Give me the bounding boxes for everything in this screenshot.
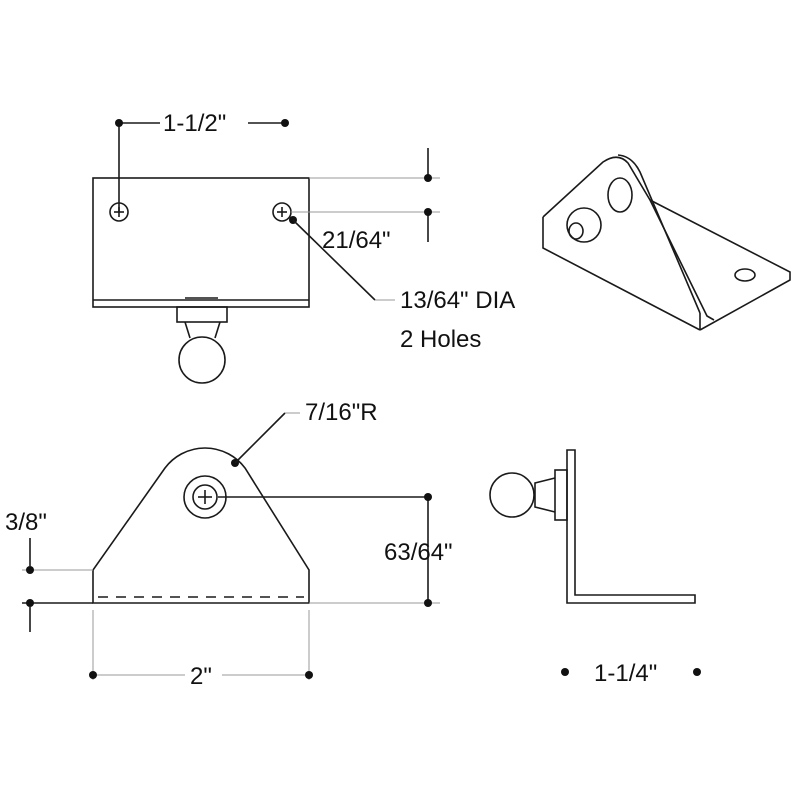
side-view: 1-1/4" <box>489 449 701 687</box>
width-label: 2" <box>190 663 212 690</box>
dim-point <box>115 119 123 127</box>
height-label: 63/64" <box>384 539 453 566</box>
hole-offset-label: 21/64" <box>322 227 391 254</box>
plate-outline <box>92 177 310 308</box>
depth-label: 1-1/4" <box>594 660 657 687</box>
isometric-view <box>542 154 791 331</box>
thickness-label: 3/8" <box>5 509 47 536</box>
ball-stud-top <box>176 306 228 384</box>
top-view: 1-1/2" 21/64" 13/64" DIA 2 Holes <box>92 110 515 384</box>
hole-callout-count: 2 Holes <box>400 326 481 353</box>
hole-callout-dia: 13/64" DIA <box>400 287 515 314</box>
bracket-outline <box>92 447 310 604</box>
hole-right <box>272 202 292 222</box>
radius-label: 7/16"R <box>305 399 378 426</box>
hole-spacing-label: 1-1/2" <box>163 110 226 137</box>
front-view: 7/16"R 63/64" 3/8" 2" <box>5 399 453 690</box>
dim-point <box>281 119 289 127</box>
